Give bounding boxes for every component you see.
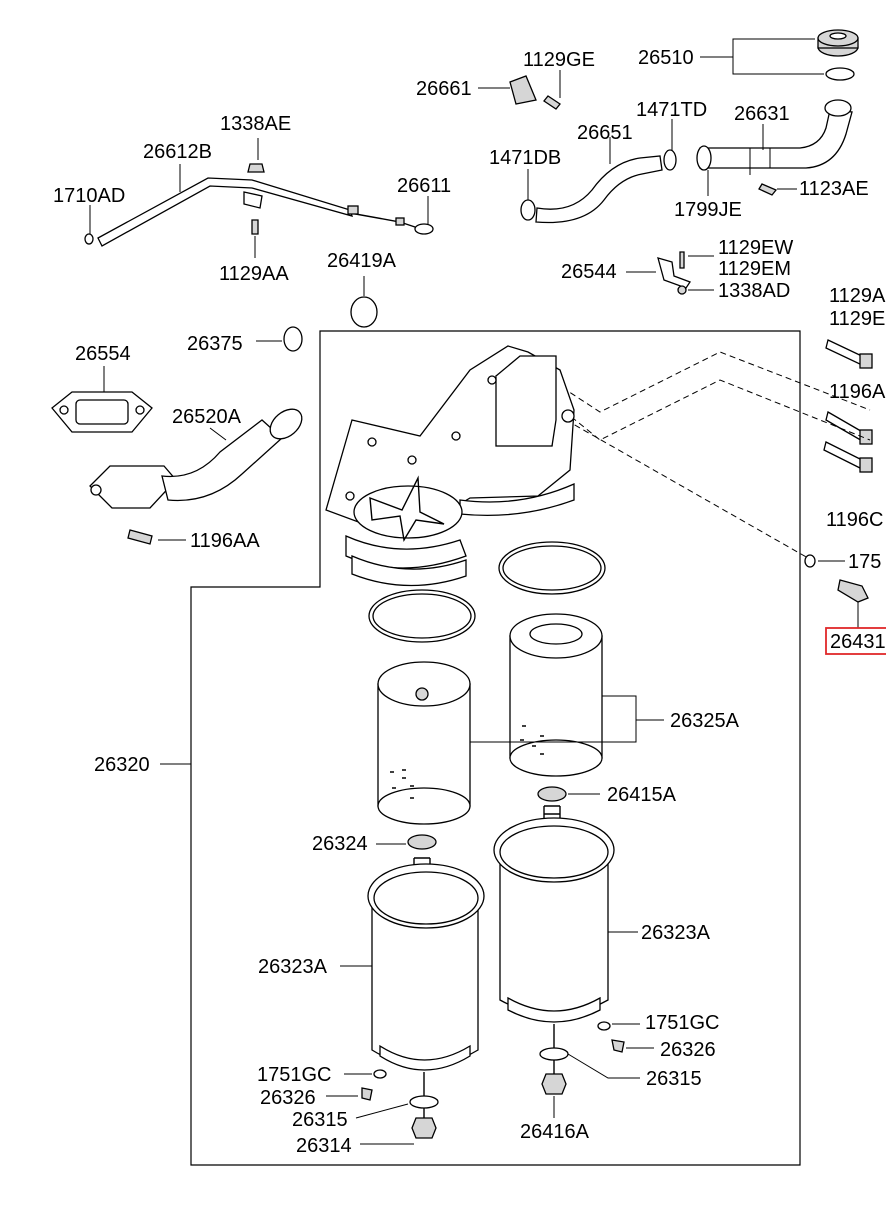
oring-26375: [283, 326, 303, 352]
label-26320: 26320: [94, 754, 150, 776]
label-1123AE: 1123AE: [799, 178, 869, 200]
bracket-26544: [657, 257, 691, 289]
label-26544: 26544: [561, 261, 617, 283]
fitting-26431: [837, 579, 869, 603]
label-1751GC-right: 1751GC: [645, 1012, 720, 1034]
label-1129E: 1129E: [829, 308, 885, 330]
nut-1338AD: [677, 285, 687, 295]
label-1196AA: 1196AA: [190, 530, 260, 552]
clamp-1471DB: [520, 199, 536, 221]
label-26315-right: 26315: [646, 1068, 702, 1090]
oring-26419A: [350, 296, 378, 328]
label-26415A: 26415A: [607, 784, 677, 806]
hose-26651: [535, 155, 663, 224]
label-1338AE: 1338AE: [220, 113, 291, 135]
label-1129EM: 1129EM: [718, 258, 791, 280]
leader-26325A: [470, 695, 664, 743]
label-1129A: 1129A: [829, 285, 886, 307]
highlight-box-26431: [825, 627, 886, 655]
bolt-1129EW: [679, 251, 685, 269]
plug-26416A: [541, 1073, 567, 1095]
leader-26520A: [209, 427, 227, 441]
clamp-1799JE: [696, 145, 712, 171]
label-26324: 26324: [312, 833, 368, 855]
dipstick-26611: [349, 212, 419, 229]
label-26611: 26611: [397, 175, 451, 197]
bolt-1123AE: [758, 183, 778, 196]
label-26323A-right: 26323A: [641, 922, 711, 944]
label-26431: 26431: [830, 631, 886, 653]
leader-26315-right: [567, 1053, 640, 1079]
washer-1751GC-left: [373, 1069, 387, 1079]
label-26631: 26631: [734, 103, 790, 125]
label-26651: 26651: [577, 122, 633, 144]
label-1710AD: 1710AD: [53, 185, 125, 207]
screw-26326-right: [611, 1039, 625, 1053]
clamp-1471TD: [663, 149, 677, 171]
bracket-26661: [509, 75, 537, 105]
washer-26415A: [537, 786, 567, 802]
washer-1751GC-right: [597, 1021, 611, 1031]
filter-element-left: [377, 661, 471, 825]
filter-bowl-left: [367, 863, 485, 1071]
washer-175: [804, 554, 816, 568]
label-26314: 26314: [296, 1135, 352, 1157]
label-26326-right: 26326: [660, 1039, 716, 1061]
label-26325A: 26325A: [670, 710, 740, 732]
label-26375: 26375: [187, 333, 243, 355]
label-175: 175: [848, 551, 881, 573]
cap-gasket: [825, 67, 855, 81]
label-1196A: 1196A: [829, 381, 886, 403]
bolt-1196AA: [127, 529, 153, 545]
leader-26510: [700, 38, 824, 75]
nut-1338AE: [247, 163, 265, 173]
label-1129AA: 1129AA: [219, 263, 289, 285]
label-26612B: 26612B: [143, 141, 212, 163]
label-1196C: 1196C: [826, 509, 883, 531]
bolt-1129GE: [543, 95, 561, 110]
filter-bowl-right: [493, 817, 615, 1023]
washer-26324: [407, 834, 437, 850]
label-26323A-left: 26323A: [258, 956, 328, 978]
filter-element-right: [509, 613, 603, 777]
washer-26315-left: [409, 1095, 439, 1109]
label-1338AD: 1338AD: [718, 280, 790, 302]
label-1129EW: 1129EW: [718, 237, 793, 259]
dash-fitting-line: [565, 419, 809, 559]
label-26554: 26554: [75, 343, 131, 365]
pipe-26612B: [97, 177, 354, 247]
filler-neck-26631: [699, 109, 853, 169]
filler-cap: [817, 29, 859, 57]
oring-1710AD: [84, 233, 94, 245]
plug-26314: [411, 1117, 437, 1139]
label-1471TD: 1471TD: [636, 99, 707, 121]
label-26416A: 26416A: [520, 1121, 590, 1143]
label-1471DB: 1471DB: [489, 147, 561, 169]
filter-head: [325, 345, 575, 587]
label-26510: 26510: [638, 47, 694, 69]
washer-26315-right: [539, 1047, 569, 1061]
label-26326-left: 26326: [260, 1087, 316, 1109]
label-1751GC-left: 1751GC: [257, 1064, 332, 1086]
bolt-1129AA: [251, 219, 259, 235]
screw-26326-left: [361, 1087, 373, 1101]
label-26661: 26661: [416, 78, 472, 100]
label-26520A: 26520A: [172, 406, 242, 428]
dash-bolt-line-1: [519, 351, 871, 413]
label-1799JE: 1799JE: [674, 199, 742, 221]
leader-26315-left: [355, 1103, 409, 1119]
elbow-26520A: [89, 465, 177, 509]
label-26419A: 26419A: [327, 250, 397, 272]
label-26315-left: 26315: [292, 1109, 348, 1131]
assembly-frame: [190, 330, 801, 1166]
label-1129GE: 1129GE: [523, 49, 595, 71]
bracket-small: [243, 191, 263, 209]
